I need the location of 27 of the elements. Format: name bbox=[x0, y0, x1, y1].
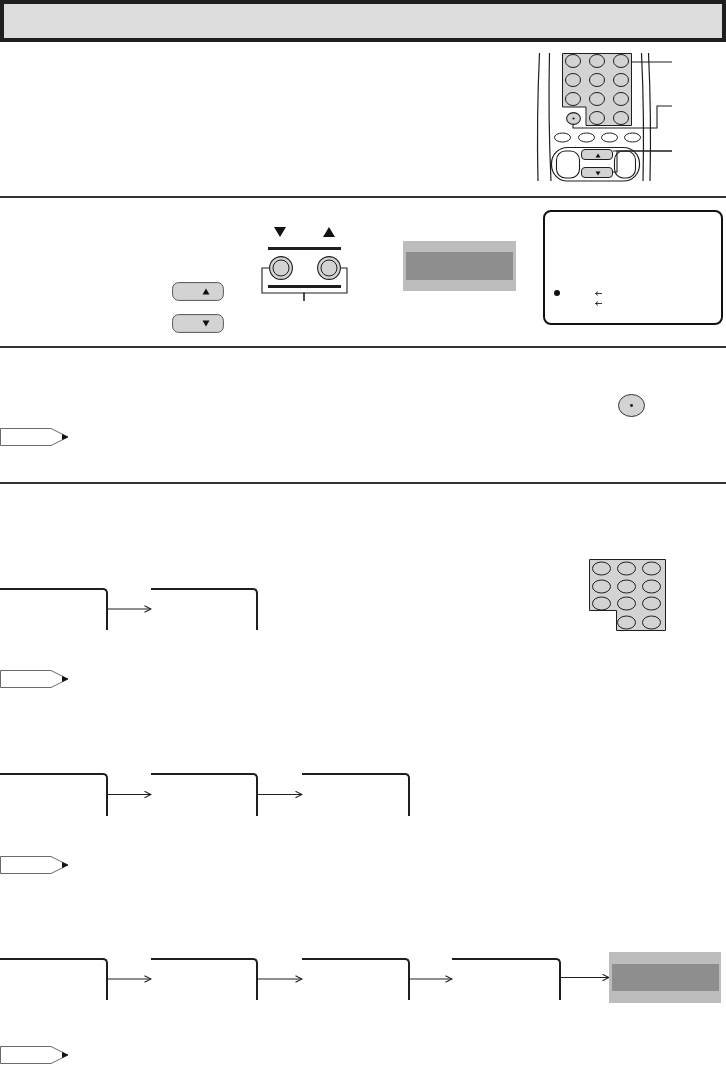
down-button bbox=[581, 167, 613, 178]
leader-line bbox=[612, 150, 673, 173]
leader-line bbox=[303, 267, 348, 302]
leader-line bbox=[631, 61, 673, 63]
screen-frame bbox=[151, 588, 258, 630]
screen-frame bbox=[452, 958, 561, 1000]
panel-button bbox=[269, 256, 293, 280]
arrow bbox=[107, 790, 152, 799]
arrow bbox=[107, 605, 152, 613]
arrow bbox=[409, 975, 453, 983]
arrow bbox=[257, 790, 303, 799]
up-button bbox=[581, 149, 613, 160]
screen-frame bbox=[151, 958, 258, 1000]
arrow bbox=[107, 975, 152, 983]
keypad-panel bbox=[562, 53, 632, 126]
display-screen bbox=[609, 952, 721, 1003]
screen-frame bbox=[0, 773, 108, 816]
arrow bbox=[560, 973, 610, 982]
screen-frame bbox=[151, 773, 258, 816]
arrow bbox=[257, 975, 303, 983]
round-button bbox=[565, 111, 581, 125]
screen-frame bbox=[302, 773, 410, 816]
screen-frame bbox=[0, 588, 108, 630]
panel-button bbox=[317, 256, 341, 280]
screen-frame bbox=[0, 958, 108, 1000]
leader-line bbox=[572, 105, 673, 129]
screen-frame bbox=[302, 958, 410, 1000]
